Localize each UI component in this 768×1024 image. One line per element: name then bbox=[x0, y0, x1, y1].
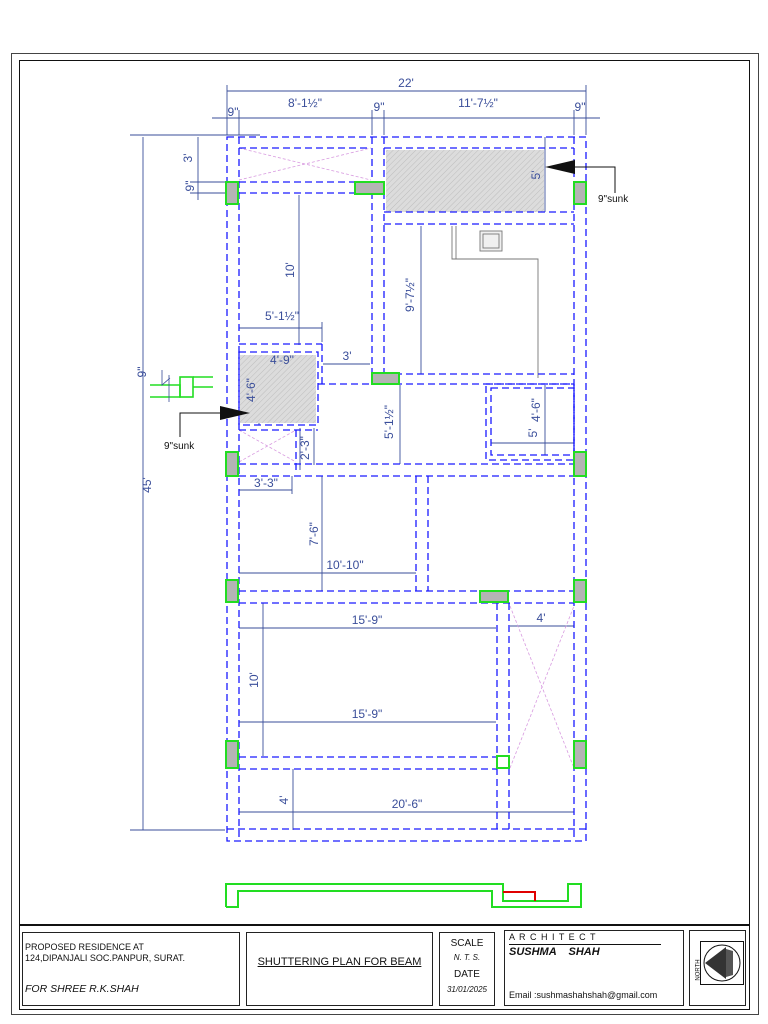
sheet-outer-border bbox=[11, 53, 759, 1015]
svg-text:5': 5' bbox=[526, 429, 540, 438]
architect-label: A R C H I T E C T bbox=[509, 932, 597, 942]
sunk-arrow-left bbox=[179, 406, 250, 437]
dim-wall-mid: 9" bbox=[374, 100, 385, 114]
column bbox=[354, 181, 385, 195]
columns bbox=[225, 181, 587, 769]
svg-text:4': 4' bbox=[277, 796, 291, 805]
svg-text:3'-3": 3'-3" bbox=[254, 476, 278, 490]
column bbox=[225, 451, 239, 477]
column bbox=[573, 451, 587, 477]
north-box: NORTH bbox=[689, 930, 746, 1006]
dim-overall-length: 45' bbox=[140, 477, 154, 493]
north-arrow-icon bbox=[700, 941, 744, 985]
beam-outlines bbox=[226, 136, 587, 842]
beam-section-profile bbox=[225, 883, 582, 908]
svg-text:15'-9": 15'-9" bbox=[352, 707, 383, 721]
svg-text:10': 10' bbox=[247, 672, 261, 688]
kitchen-counter bbox=[451, 226, 539, 378]
svg-text:5'-1½": 5'-1½" bbox=[265, 309, 299, 323]
dim-top-strip: 3' bbox=[181, 154, 195, 163]
svg-text:9'-7½": 9'-7½" bbox=[403, 278, 417, 312]
dim-step-9: 9" bbox=[135, 367, 149, 378]
column bbox=[479, 590, 509, 603]
svg-text:4'-6": 4'-6" bbox=[244, 378, 258, 402]
column bbox=[371, 372, 400, 385]
date-value: 31/01/2025 bbox=[446, 985, 488, 994]
date-label: DATE bbox=[454, 969, 480, 980]
column bbox=[225, 181, 239, 205]
architect-name: SUSHMA SHAH bbox=[509, 946, 600, 958]
svg-text:3': 3' bbox=[343, 349, 352, 363]
column bbox=[573, 740, 587, 769]
svg-text:4'-6": 4'-6" bbox=[529, 398, 543, 422]
scale-value: N. T. S. bbox=[453, 953, 481, 962]
column bbox=[573, 181, 587, 205]
dim-overall-width: 22' bbox=[398, 76, 414, 90]
dim-span-left: 8'-1½" bbox=[288, 96, 322, 110]
sunk-label-left: 9"sunk bbox=[164, 441, 195, 452]
sunk-arrow-top bbox=[545, 160, 616, 193]
scale-date-box: SCALE N. T. S. DATE 31/01/2025 bbox=[439, 932, 495, 1006]
architect-email: Email :sushmashahshah@gmail.com bbox=[509, 990, 658, 1000]
svg-text:15'-9": 15'-9" bbox=[352, 613, 383, 627]
project-info-box: PROPOSED RESIDENCE AT 124,DIPANJALI SOC.… bbox=[22, 932, 240, 1006]
column bbox=[573, 579, 587, 603]
step-section-symbol bbox=[150, 370, 213, 402]
sheet-title-box: SHUTTERING PLAN FOR BEAM bbox=[246, 932, 433, 1006]
drawing-area-border bbox=[19, 60, 750, 925]
beam-shuttering-plan: 22' 9" 8'-1½" 9" 11'-7½" 9" 45' 3' 9" 9"… bbox=[130, 76, 629, 908]
svg-text:10': 10' bbox=[283, 262, 297, 278]
dim-beam-9: 9" bbox=[183, 181, 197, 192]
svg-text:10'-10": 10'-10" bbox=[326, 558, 363, 572]
sunk-area-bath bbox=[240, 355, 316, 423]
svg-text:4'-9": 4'-9" bbox=[270, 353, 294, 367]
project-line-2: 124,DIPANJALI SOC.PANPUR, SURAT. bbox=[25, 953, 186, 963]
dim-span-right: 11'-7½" bbox=[458, 96, 498, 110]
column bbox=[496, 755, 510, 769]
svg-text:4': 4' bbox=[537, 611, 546, 625]
svg-text:7'-6": 7'-6" bbox=[307, 522, 321, 546]
dim-wall-left: 9" bbox=[228, 105, 239, 119]
sunk-area-kitchen bbox=[386, 150, 544, 212]
project-line-1: PROPOSED RESIDENCE AT bbox=[25, 942, 144, 952]
svg-text:5': 5' bbox=[529, 171, 543, 180]
column bbox=[225, 740, 239, 769]
client-name: FOR SHREE R.K.SHAH bbox=[25, 983, 139, 995]
title-block: PROPOSED RESIDENCE AT 124,DIPANJALI SOC.… bbox=[19, 925, 750, 1010]
svg-text:20'-6": 20'-6" bbox=[392, 797, 423, 811]
svg-text:2'-3": 2'-3" bbox=[298, 436, 312, 460]
architect-box: A R C H I T E C T SUSHMA SHAH Email :sus… bbox=[504, 930, 684, 1006]
column bbox=[225, 579, 239, 603]
sheet-title: SHUTTERING PLAN FOR BEAM bbox=[257, 956, 422, 968]
opening-crosses bbox=[238, 147, 575, 769]
svg-text:5'-1½": 5'-1½" bbox=[382, 405, 396, 439]
sunk-label-top: 9"sunk bbox=[598, 194, 629, 205]
dim-wall-right: 9" bbox=[575, 100, 586, 114]
scale-label: SCALE bbox=[450, 938, 484, 949]
